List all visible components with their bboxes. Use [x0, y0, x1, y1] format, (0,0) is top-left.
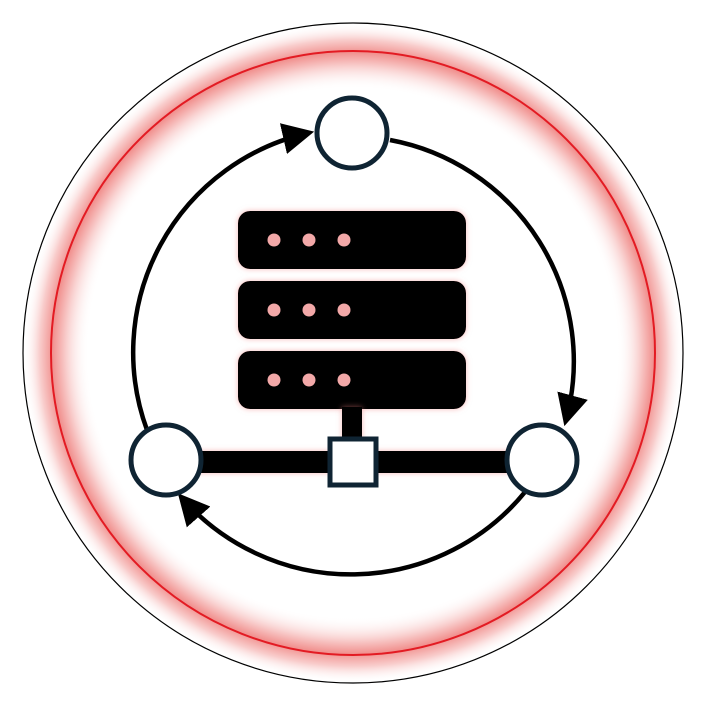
- arrow-left-to-top: [130, 123, 315, 431]
- server-leds: [267, 233, 351, 387]
- node-left: [128, 422, 204, 498]
- node-top: [314, 95, 390, 171]
- cycle-arrows: [130, 123, 588, 577]
- server-unit-3: [238, 351, 466, 409]
- led: [267, 373, 281, 387]
- server-unit-1: [238, 211, 466, 269]
- led: [302, 373, 316, 387]
- server-stack: [238, 211, 466, 409]
- led: [337, 233, 351, 247]
- inner-red-ring: [50, 50, 656, 656]
- led: [302, 303, 316, 317]
- network-nodes: [128, 95, 580, 498]
- led: [267, 233, 281, 247]
- hub-square: [327, 436, 379, 488]
- server-unit-2: [238, 281, 466, 339]
- led: [302, 233, 316, 247]
- led: [337, 303, 351, 317]
- arrow-right-to-left: [177, 490, 527, 577]
- led: [267, 303, 281, 317]
- node-right: [504, 422, 580, 498]
- led: [337, 373, 351, 387]
- arrow-top-to-right: [389, 137, 588, 427]
- stem: [342, 407, 362, 443]
